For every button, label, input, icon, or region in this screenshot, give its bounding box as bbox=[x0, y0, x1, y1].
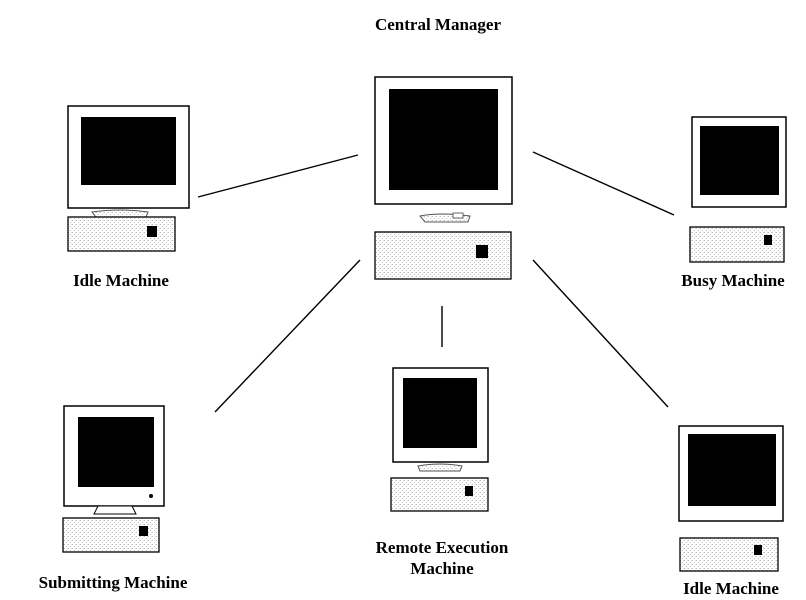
submitting-machine-computer bbox=[62, 405, 165, 553]
busy-machine-computer bbox=[689, 116, 787, 263]
idle-machine-left-label: Idle Machine bbox=[73, 271, 169, 290]
connections bbox=[197, 151, 675, 413]
submitting-machine-label: Submitting Machine bbox=[38, 573, 188, 592]
central-manager-label: Central Manager bbox=[374, 15, 502, 34]
idle-machine-right-label: Idle Machine bbox=[683, 579, 779, 598]
link-central-idle-right bbox=[532, 259, 669, 408]
link-central-idle-left bbox=[197, 154, 359, 198]
link-central-submitting bbox=[214, 259, 361, 413]
remote-execution-machine-label: Remote Execution Machine bbox=[375, 538, 509, 578]
central-manager-computer bbox=[374, 76, 513, 280]
idle-machine-left-computer bbox=[67, 105, 190, 252]
remote-execution-machine-computer bbox=[390, 367, 489, 512]
idle-machine-right-computer bbox=[678, 425, 784, 572]
busy-machine-label: Busy Machine bbox=[681, 271, 785, 290]
link-central-busy bbox=[532, 151, 675, 216]
